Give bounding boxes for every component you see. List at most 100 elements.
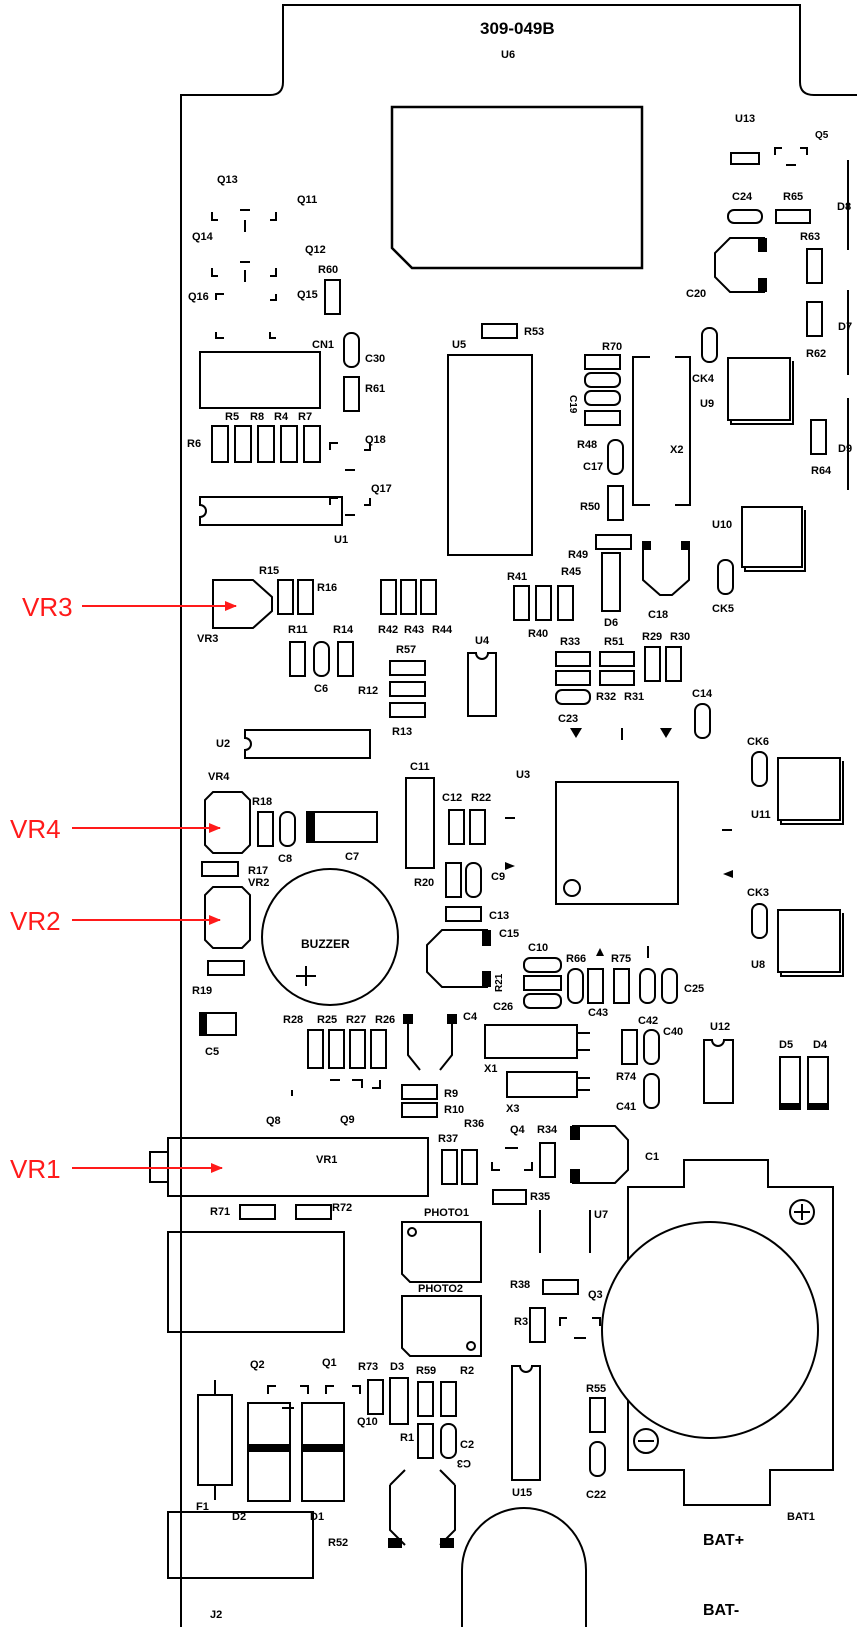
q11-label: Q11 <box>297 194 317 206</box>
r44-part <box>420 579 437 615</box>
r65-label: R65 <box>783 191 803 203</box>
u8-chip <box>777 909 841 973</box>
f1-label: F1 <box>196 1501 209 1513</box>
d9-label: D9 <box>838 443 852 455</box>
d6-label: D6 <box>604 617 618 629</box>
r2-part <box>440 1381 457 1417</box>
c7-part <box>306 811 378 843</box>
ck5-label: CK5 <box>712 603 734 615</box>
r64-label: R64 <box>811 465 832 477</box>
r32-part <box>599 670 635 686</box>
r19-part <box>207 960 245 976</box>
r37-label: R37 <box>438 1133 458 1145</box>
r14-label: R14 <box>333 624 354 636</box>
r71-part <box>239 1204 276 1220</box>
r-stack-a <box>555 670 591 686</box>
callout-vr4: VR4 <box>10 814 61 844</box>
r75-label: R75 <box>611 953 631 965</box>
q5-part <box>774 147 808 166</box>
buzzer-label: BUZZER <box>301 937 350 951</box>
r51-part <box>599 651 635 667</box>
r55-label: R55 <box>586 1383 606 1395</box>
r65-part <box>775 209 811 224</box>
r50-label: R50 <box>580 501 600 513</box>
c10-part <box>523 957 562 973</box>
r19-label: R19 <box>192 985 212 997</box>
r59-part <box>417 1381 434 1417</box>
q2-label: Q2 <box>250 1359 265 1371</box>
c1-label: C1 <box>645 1151 659 1163</box>
c15-part <box>426 929 488 988</box>
r18-label: R18 <box>252 796 272 808</box>
c20-label: C20 <box>686 288 706 300</box>
r55-part <box>589 1397 606 1433</box>
r16-part <box>297 579 314 615</box>
d5-part <box>779 1056 801 1110</box>
r42-label: R42 <box>378 624 398 636</box>
c40-part <box>643 1029 660 1065</box>
c9-part <box>465 862 482 898</box>
r73-label: R73 <box>358 1361 378 1373</box>
c22-label: C22 <box>586 1489 606 1501</box>
r-bank-1 <box>211 425 229 463</box>
d3-label: D3 <box>390 1361 404 1373</box>
r-part-c <box>587 968 604 1004</box>
vr2-part <box>204 886 251 949</box>
r75-part <box>613 968 630 1004</box>
c12-label: C12 <box>442 792 462 804</box>
c42-label: C42 <box>638 1015 658 1027</box>
d2-label: D2 <box>232 1511 246 1523</box>
r49-part <box>595 534 632 550</box>
c7-label: C7 <box>345 851 359 863</box>
r21-label: R21 <box>494 973 505 992</box>
r52-label: R52 <box>328 1537 348 1549</box>
f1-part <box>197 1394 233 1486</box>
r-bank-2 <box>234 425 252 463</box>
u1-part <box>199 496 343 526</box>
vr4-label: VR4 <box>208 771 230 783</box>
c25-label: C25 <box>684 983 704 995</box>
board-outline <box>180 4 857 1627</box>
r48-label: R48 <box>577 439 597 451</box>
u12-part <box>703 1039 734 1104</box>
ck3-part <box>751 903 768 939</box>
vr3-part <box>212 579 273 629</box>
r35-part <box>492 1189 527 1205</box>
c2-label: C2 <box>460 1439 474 1451</box>
c-stack-1 <box>584 372 621 388</box>
r34-label: R34 <box>537 1124 558 1136</box>
r59-label: R59 <box>416 1365 436 1377</box>
r18-part <box>257 811 274 847</box>
r14-part <box>337 641 354 677</box>
c11-label: C11 <box>410 761 430 773</box>
d4-label: D4 <box>813 1039 828 1051</box>
c17-label: C17 <box>583 461 603 473</box>
r44-label: R44 <box>432 624 453 636</box>
d8-label: D8 <box>837 201 851 213</box>
u13-part <box>730 152 760 165</box>
r73-part <box>367 1379 384 1415</box>
callout-vr3: VR3 <box>22 592 73 622</box>
c24-part <box>727 209 763 224</box>
r40-part <box>535 585 552 621</box>
r29-label: R29 <box>642 631 662 643</box>
r12-part <box>389 681 426 697</box>
bat-plus-label: BAT+ <box>703 1532 744 1549</box>
q9-label: Q9 <box>340 1114 355 1126</box>
q3-label: Q3 <box>588 1289 603 1301</box>
r45-label: R45 <box>561 566 581 578</box>
c5-label: C5 <box>205 1046 219 1058</box>
r11-part <box>289 641 306 677</box>
c15-label: C15 <box>499 928 519 940</box>
c13-label: C13 <box>489 910 509 922</box>
r11-label: R11 <box>288 624 308 636</box>
ck4-part <box>701 327 718 363</box>
u4-label: U4 <box>475 635 490 647</box>
r40-label: R40 <box>528 628 548 640</box>
r36-part <box>461 1149 478 1185</box>
r41-label: R41 <box>507 571 527 583</box>
r28-part <box>307 1029 324 1069</box>
u11-label: U11 <box>751 809 771 821</box>
q8-label: Q8 <box>266 1115 281 1127</box>
r74-label: R74 <box>616 1071 637 1083</box>
